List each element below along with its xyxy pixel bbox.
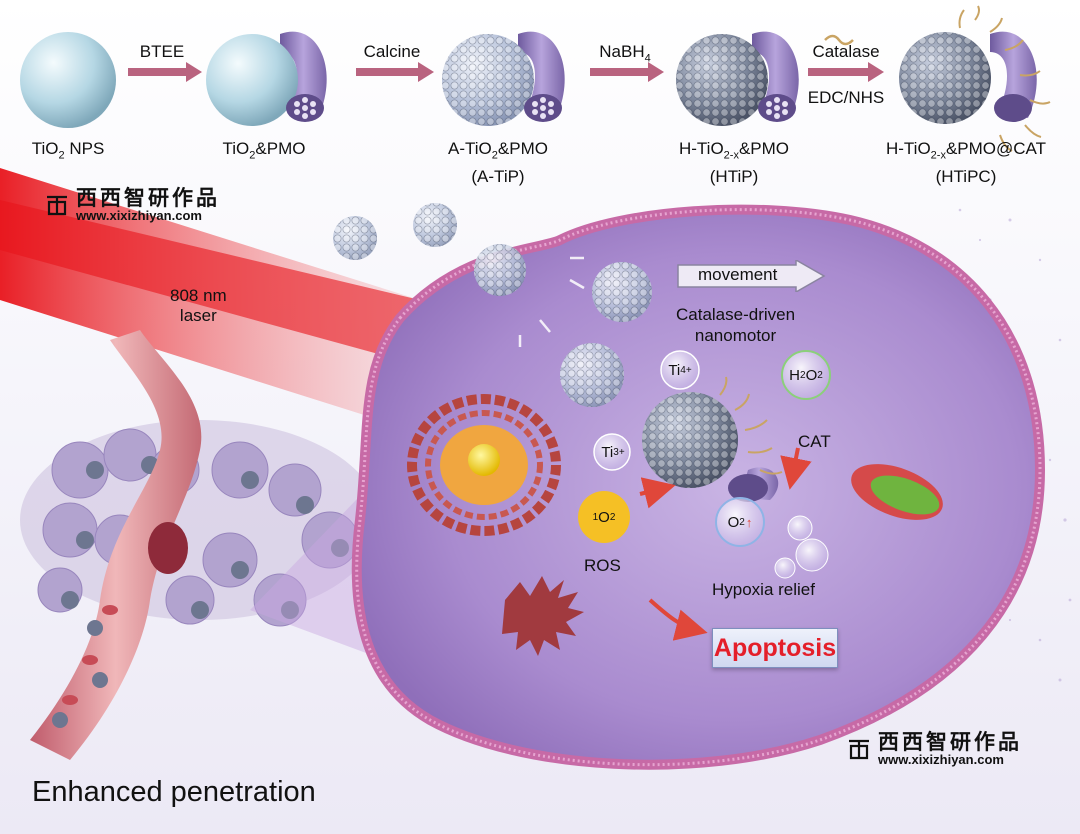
ros-label: ROS xyxy=(584,556,621,576)
htipc-nanomotor xyxy=(899,6,1050,151)
enhanced-penetration-label: Enhanced penetration xyxy=(32,776,316,809)
watermark-top: 西西智研作品 www.xixizhiyan.com xyxy=(44,186,220,223)
watermark-bottom: 西西智研作品 www.xixizhiyan.com xyxy=(846,730,1022,767)
arrow-label-catalase: Catalase xyxy=(812,42,879,62)
arrow-label-btee: BTEE xyxy=(140,42,184,62)
xixi-logo-icon xyxy=(846,736,872,762)
tio2-sphere-1 xyxy=(20,32,116,128)
arrow-label-nabh4: NaBH4 xyxy=(599,42,650,64)
step-label-a-tip: A-TiO2&PMO(A-TiP) xyxy=(448,138,548,187)
tio2-pmo xyxy=(206,32,327,126)
step-label-htip: H-TiO2-x&PMO(HTiP) xyxy=(679,138,789,187)
arrow-label-calcine: Calcine xyxy=(364,42,421,62)
watermark-url: www.xixizhiyan.com xyxy=(878,753,1022,767)
apoptosis-box: Apoptosis xyxy=(712,628,838,668)
watermark-url: www.xixizhiyan.com xyxy=(76,209,220,223)
movement-arrow: movement xyxy=(676,260,826,292)
up-arrow-icon: ↑ xyxy=(746,515,753,530)
hypoxia-label: Hypoxia relief xyxy=(712,580,815,600)
cat-label: CAT xyxy=(798,432,831,452)
step-label-tio2-pmo: TiO2&PMO xyxy=(223,138,306,166)
arrow-label-edc-nhs: EDC/NHS xyxy=(808,88,885,108)
step-label-htipc: H-TiO2-x&PMO@CAT(HTiPC) xyxy=(886,138,1046,187)
movement-label: movement xyxy=(698,265,777,285)
xixi-logo-icon xyxy=(44,192,70,218)
step-label-tio2-nps: TiO2 NPS xyxy=(32,138,105,166)
a-tio2-pmo xyxy=(442,32,565,126)
h-tio2-pmo xyxy=(676,32,799,126)
watermark-cn: 西西智研作品 xyxy=(76,186,220,209)
watermark-cn: 西西智研作品 xyxy=(878,730,1022,753)
